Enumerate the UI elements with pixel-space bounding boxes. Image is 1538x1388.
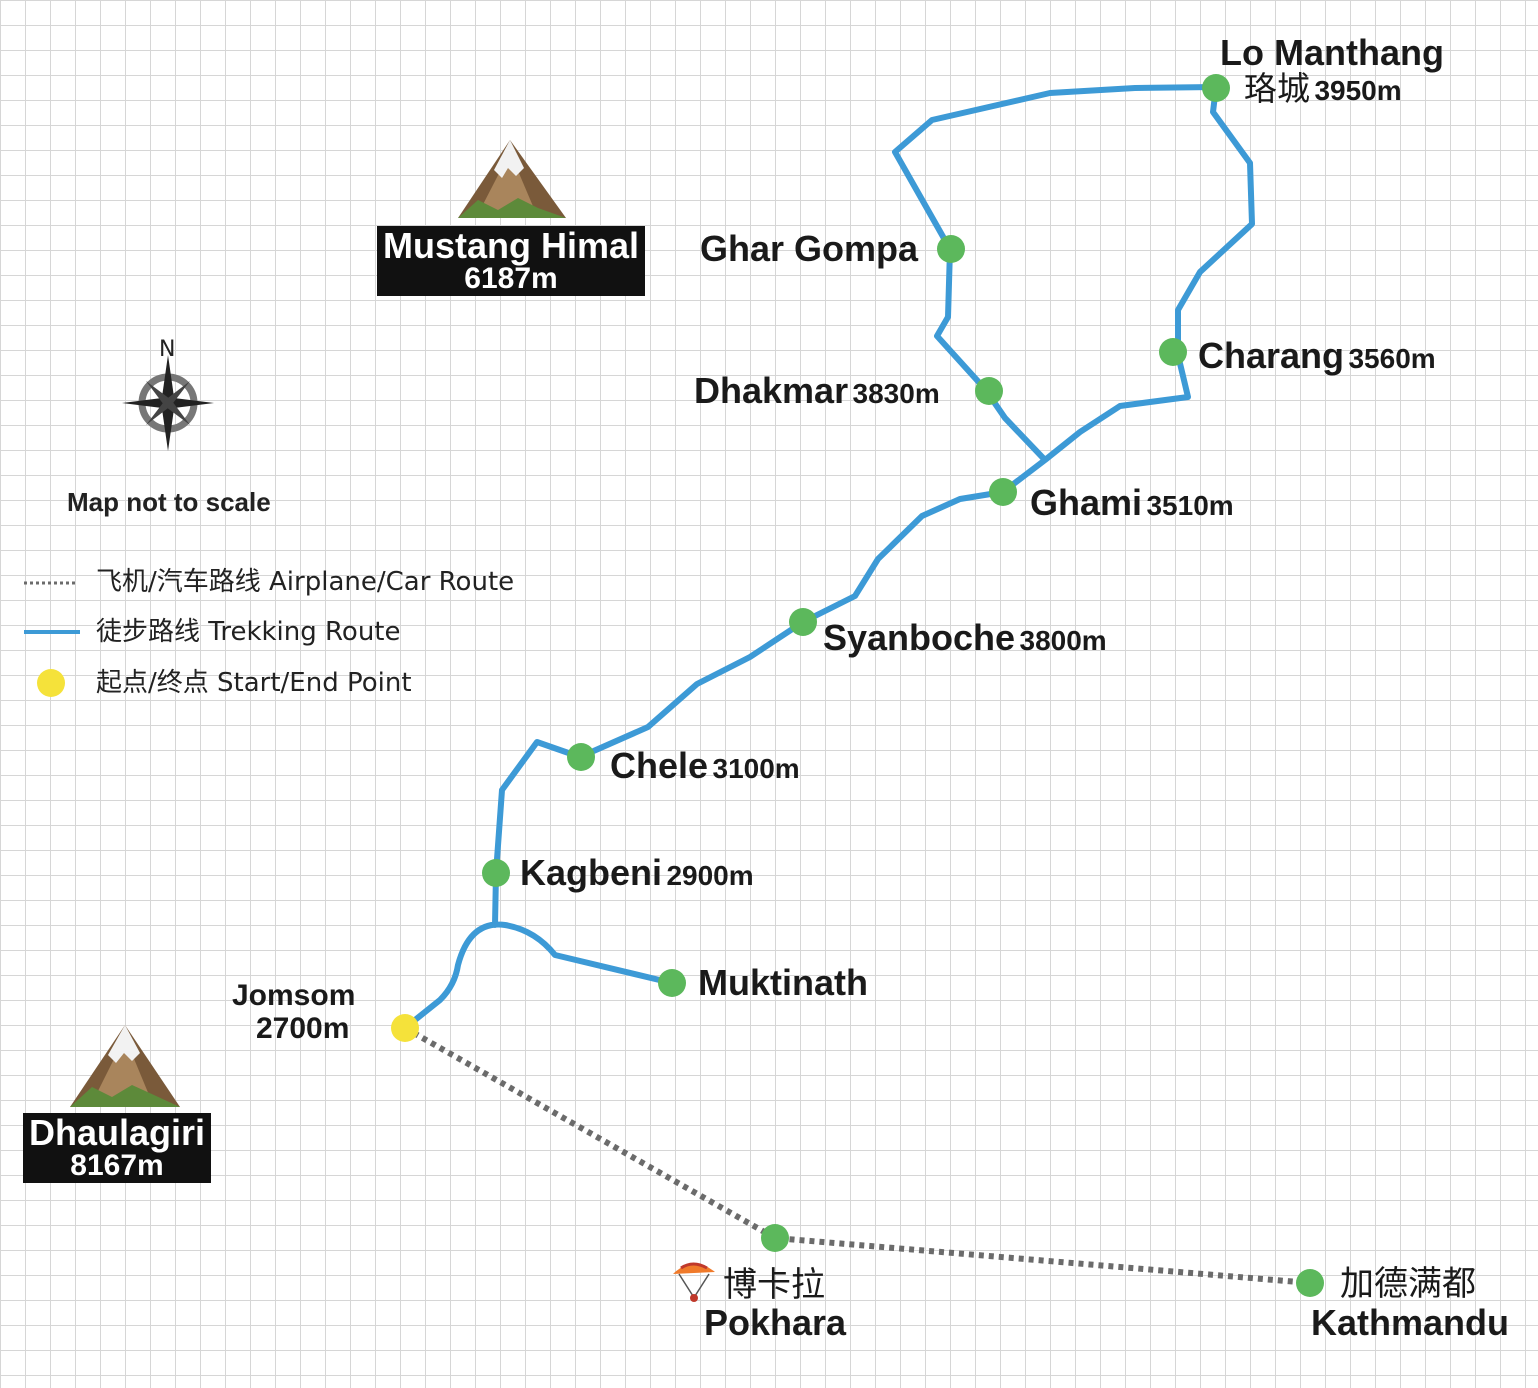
peak-elevation: 6187m [464,262,558,295]
peak-elevation: 8167m [70,1149,164,1182]
place-cn-name-kathmandu: 加德满都 [1340,1264,1476,1304]
place-subtitle-lo-manthang: 珞城 3950m [1244,72,1402,105]
paraglider-icon [673,1262,715,1302]
place-elevation: 3510m [1146,490,1234,521]
place-elevation: 3560m [1348,343,1436,374]
place-label-chele: Chele 3100m [610,748,800,784]
legend-label-car-route: 飞机/汽车路线 Airplane/Car Route [96,567,515,597]
place-elevation: 3950m [1314,75,1402,106]
compass-icon [122,355,214,451]
place-label-charang: Charang 3560m [1198,338,1436,374]
place-cn-name: 珞城 [1244,69,1310,108]
peak-label-dhaulagiri: Dhaulagiri 8167m [23,1112,212,1183]
place-name: Kagbeni [520,852,663,893]
scale-note: Map not to scale [67,487,271,517]
place-name: Syanboche [823,617,1016,658]
place-name-jomsom: Jomsom [232,979,356,1012]
waypoint-lo-manthang [1202,74,1230,102]
car-route-line [403,1025,1311,1286]
legend-label-trek-route: 徒步路线 Trekking Route [96,617,401,647]
place-elevation: 3830m [852,378,940,409]
place-name-lo-manthang: Lo Manthang [1220,32,1444,73]
waypoint-chele [567,743,595,771]
waypoint-charang [1159,338,1187,366]
legend-start-end-symbol [37,669,65,697]
place-elevation: 3100m [712,753,800,784]
waypoint-dhakmar [975,377,1003,405]
place-name-muktinath: Muktinath [698,962,868,1003]
waypoint-syanboche [789,608,817,636]
trekking-route-line [402,84,1255,1031]
place-label-ghami: Ghami 3510m [1030,485,1234,521]
place-elevation-jomsom: 2700m [256,1012,350,1045]
waypoint-ghami [989,478,1017,506]
waypoint-kagbeni [482,859,510,887]
mountain-icon [70,1025,180,1107]
waypoint-muktinath [658,969,686,997]
place-name: Ghami [1030,482,1143,523]
peak-name: Dhaulagiri [29,1112,206,1153]
place-label-dhakmar: Dhakmar 3830m [694,373,940,409]
legend-label-start-end: 起点/终点 Start/End Point [96,668,412,698]
peak-label-mustang-himal: Mustang Himal 6187m [377,225,646,296]
start-end-point-jomsom [391,1014,419,1042]
peak-name: Mustang Himal [383,225,640,266]
waypoint-pokhara [761,1224,789,1252]
mountain-icon [458,140,566,218]
place-elevation: 2900m [666,860,754,891]
waypoint-kathmandu [1296,1269,1324,1297]
place-name-pokhara: Pokhara [704,1302,847,1343]
place-name: Dhakmar [694,370,849,411]
place-label-syanboche: Syanboche 3800m [823,620,1107,656]
waypoint-ghar-gompa [937,235,965,263]
place-cn-name-pokhara: 博卡拉 [723,1265,825,1305]
place-name-kathmandu: Kathmandu [1311,1302,1509,1343]
place-elevation: 3800m [1019,625,1107,656]
place-name: Charang [1198,335,1345,376]
place-label-kagbeni: Kagbeni 2900m [520,855,754,891]
place-name-ghar-gompa: Ghar Gompa [700,228,919,269]
place-name: Chele [610,745,709,786]
compass-north-label: N [159,337,176,362]
